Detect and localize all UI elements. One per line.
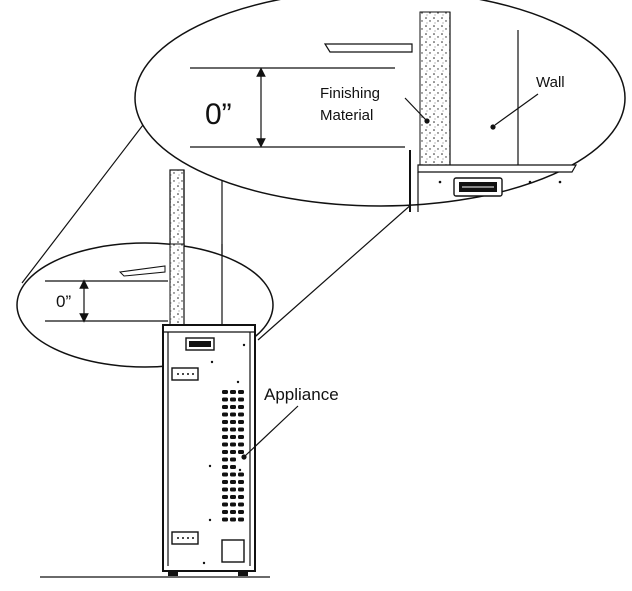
louver-rib	[222, 435, 228, 439]
louver-rib	[238, 517, 244, 522]
louver-rib	[222, 397, 228, 402]
louver-rib	[238, 412, 244, 417]
louver-rib	[230, 502, 236, 507]
louver-rib	[230, 450, 236, 454]
louver-rib	[222, 487, 228, 492]
large-detail-ellipse	[134, 0, 626, 212]
louver-rib	[238, 472, 244, 477]
louver-rib	[230, 517, 236, 522]
louver-rib	[222, 427, 228, 432]
louver-rib	[238, 442, 244, 447]
louver-rib	[230, 420, 236, 424]
louver-rib	[222, 412, 228, 417]
louver-rib	[230, 397, 236, 402]
louver-rib	[238, 510, 244, 514]
louver-rib	[238, 435, 244, 439]
louver-rib	[230, 495, 236, 499]
louver-rib	[230, 472, 236, 477]
louver-rib	[238, 450, 244, 454]
louver-rib	[238, 495, 244, 499]
louver-rib	[230, 390, 236, 394]
louver-rib	[230, 480, 236, 484]
louver-rib	[238, 390, 244, 394]
louver-rib	[222, 457, 228, 462]
louver-rib	[238, 420, 244, 424]
louver-rib	[238, 480, 244, 484]
louver-rib	[222, 495, 228, 499]
louver-rib	[222, 442, 228, 447]
louver-rib	[230, 465, 236, 469]
louver-rib	[230, 510, 236, 514]
louver-rib	[222, 517, 228, 522]
clearance-label-large: 0”	[205, 98, 232, 131]
louver-rib	[238, 427, 244, 432]
louver-rib	[222, 390, 228, 394]
louver-rib	[222, 480, 228, 484]
finishing-material-label-line2: Material	[320, 107, 373, 124]
louver-rib	[222, 472, 228, 477]
louver-rib	[230, 405, 236, 409]
louver-rib	[238, 405, 244, 409]
louver-rib	[222, 420, 228, 424]
appliance-louver-ribs	[222, 390, 244, 522]
louver-rib	[230, 427, 236, 432]
louver-rib	[230, 412, 236, 417]
wall-label: Wall	[536, 74, 565, 91]
louver-rib	[238, 397, 244, 402]
louver-rib	[222, 510, 228, 514]
louver-rib	[222, 405, 228, 409]
appliance-cabinet	[162, 324, 256, 576]
finishing-material-label-line1: Finishing	[320, 85, 380, 102]
louver-rib	[222, 465, 228, 469]
louver-rib	[230, 435, 236, 439]
zoom-connector-lines	[21, 107, 431, 341]
clearance-label-small: 0”	[56, 292, 71, 311]
louver-rib	[222, 502, 228, 507]
louver-rib	[230, 442, 236, 447]
louver-rib	[238, 487, 244, 492]
appliance-leader	[241, 405, 299, 460]
louver-rib	[238, 502, 244, 507]
louver-rib	[230, 487, 236, 492]
appliance-label: Appliance	[264, 385, 339, 404]
louver-rib	[230, 457, 236, 462]
louver-rib	[222, 450, 228, 454]
